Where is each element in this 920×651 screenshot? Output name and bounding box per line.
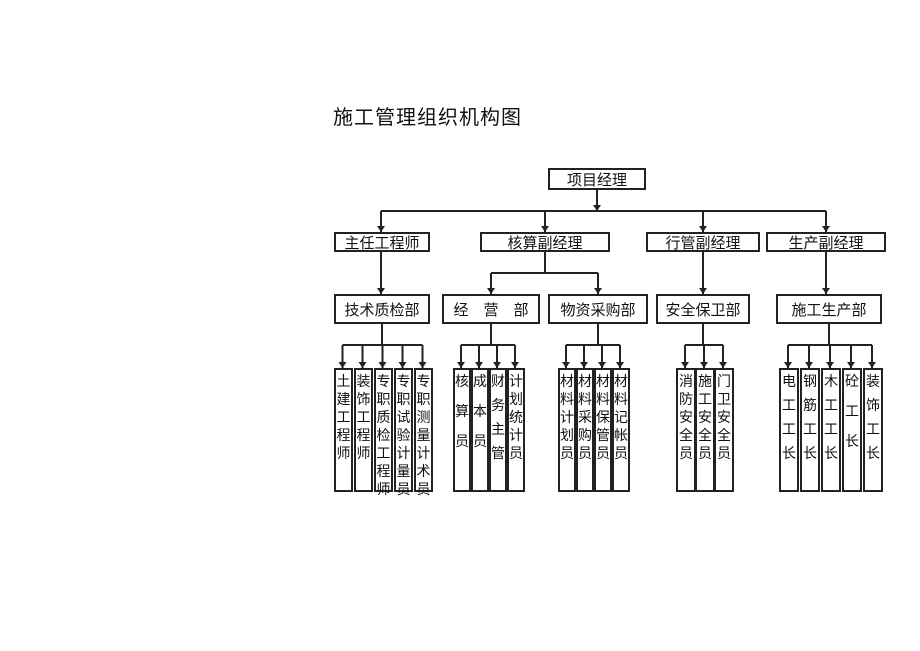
- level3-box-1-1: 成本员: [471, 368, 489, 492]
- level3-box-2-0: 材料计划员: [558, 368, 576, 492]
- level3-arrow: [719, 362, 727, 368]
- level3-arrow: [378, 362, 387, 368]
- level3-arrow: [868, 362, 876, 368]
- level2-box-4: 施工生产部: [776, 294, 882, 324]
- level1-box-3-label: 生产副经理: [788, 233, 864, 252]
- level3-box-0-4: 专职测量计术员: [414, 368, 433, 498]
- level1-box-0-label: 主任工程师: [344, 233, 420, 252]
- level3-arrow: [511, 362, 519, 368]
- level3-box-3-1: 施工安全员: [695, 368, 715, 492]
- level3-box-4-1: 钢筋工长: [800, 368, 820, 492]
- level3-arrow: [681, 362, 689, 368]
- level3-box-0-3: 专职试验计量员: [394, 368, 413, 498]
- arrow-head: [822, 288, 830, 294]
- level2-box-3-label: 安全保卫部: [665, 300, 741, 319]
- root-box: 项目经理: [548, 168, 646, 190]
- level3-arrow: [805, 362, 813, 368]
- level1-box-2: 行管副经理: [646, 232, 760, 252]
- level3-box-0-1: 装饰工程师: [354, 368, 373, 492]
- level3-box-1-3: 计划统计员: [507, 368, 525, 492]
- arrow-head: [487, 288, 495, 294]
- level1-arrow: [541, 226, 549, 232]
- level2-box-3: 安全保卫部: [656, 294, 750, 324]
- level3-arrow: [562, 362, 570, 368]
- level2-box-1: 经 营 部: [442, 294, 540, 324]
- root-box-label: 项目经理: [566, 170, 627, 189]
- level3-arrow: [418, 362, 427, 368]
- level3-arrow: [338, 362, 347, 368]
- level3-box-0-0: 土建工程师: [334, 368, 353, 492]
- level3-box-0-2: 专职质检工程师: [374, 368, 393, 498]
- level3-arrow: [457, 362, 465, 368]
- level3-box-1-2: 财务主管: [489, 368, 507, 492]
- level3-arrow: [398, 362, 407, 368]
- level3-box-2-1: 材料采购员: [576, 368, 594, 492]
- level3-box-4-2: 木工工长: [821, 368, 841, 492]
- level3-box-2-3: 材料记帐员: [612, 368, 630, 492]
- level1-box-2-label: 行管副经理: [665, 233, 741, 252]
- level3-arrow: [700, 362, 708, 368]
- level3-arrow: [826, 362, 834, 368]
- level1-box-3: 生产副经理: [766, 232, 886, 252]
- level3-box-2-2: 材料保管员: [594, 368, 612, 492]
- level3-arrow: [475, 362, 483, 368]
- diagram-title: 施工管理组织机构图: [333, 105, 522, 129]
- level3-box-3-0: 消防安全员: [676, 368, 696, 492]
- level3-box-4-3: 砼工长: [842, 368, 862, 492]
- level2-box-1-label: 经 营 部: [453, 300, 529, 319]
- level2-box-0: 技术质检部: [334, 294, 430, 324]
- level1-box-0: 主任工程师: [334, 232, 430, 252]
- arrow-head: [377, 288, 385, 294]
- level3-arrow: [847, 362, 855, 368]
- level3-box-3-2: 门卫安全员: [714, 368, 734, 492]
- arrow-head: [594, 288, 602, 294]
- level3-arrow: [616, 362, 624, 368]
- root-arrow: [593, 205, 601, 211]
- level1-arrow: [377, 226, 385, 232]
- level1-arrow: [699, 226, 707, 232]
- level1-box-1: 核算副经理: [480, 232, 610, 252]
- level3-box-4-4: 装饰工长: [863, 368, 883, 492]
- level3-box-4-0: 电工工长: [779, 368, 799, 492]
- level3-arrow: [580, 362, 588, 368]
- level2-box-4-label: 施工生产部: [791, 300, 867, 319]
- level1-arrow: [822, 226, 830, 232]
- level2-box-2-label: 物资采购部: [560, 300, 636, 319]
- level3-arrow: [493, 362, 501, 368]
- level3-arrow: [598, 362, 606, 368]
- arrow-head: [699, 288, 707, 294]
- level3-arrow: [784, 362, 792, 368]
- level1-box-1-label: 核算副经理: [507, 233, 583, 252]
- level2-box-0-label: 技术质检部: [344, 300, 420, 319]
- level2-box-2: 物资采购部: [548, 294, 648, 324]
- level3-box-1-0: 核算员: [453, 368, 471, 492]
- level3-arrow: [358, 362, 367, 368]
